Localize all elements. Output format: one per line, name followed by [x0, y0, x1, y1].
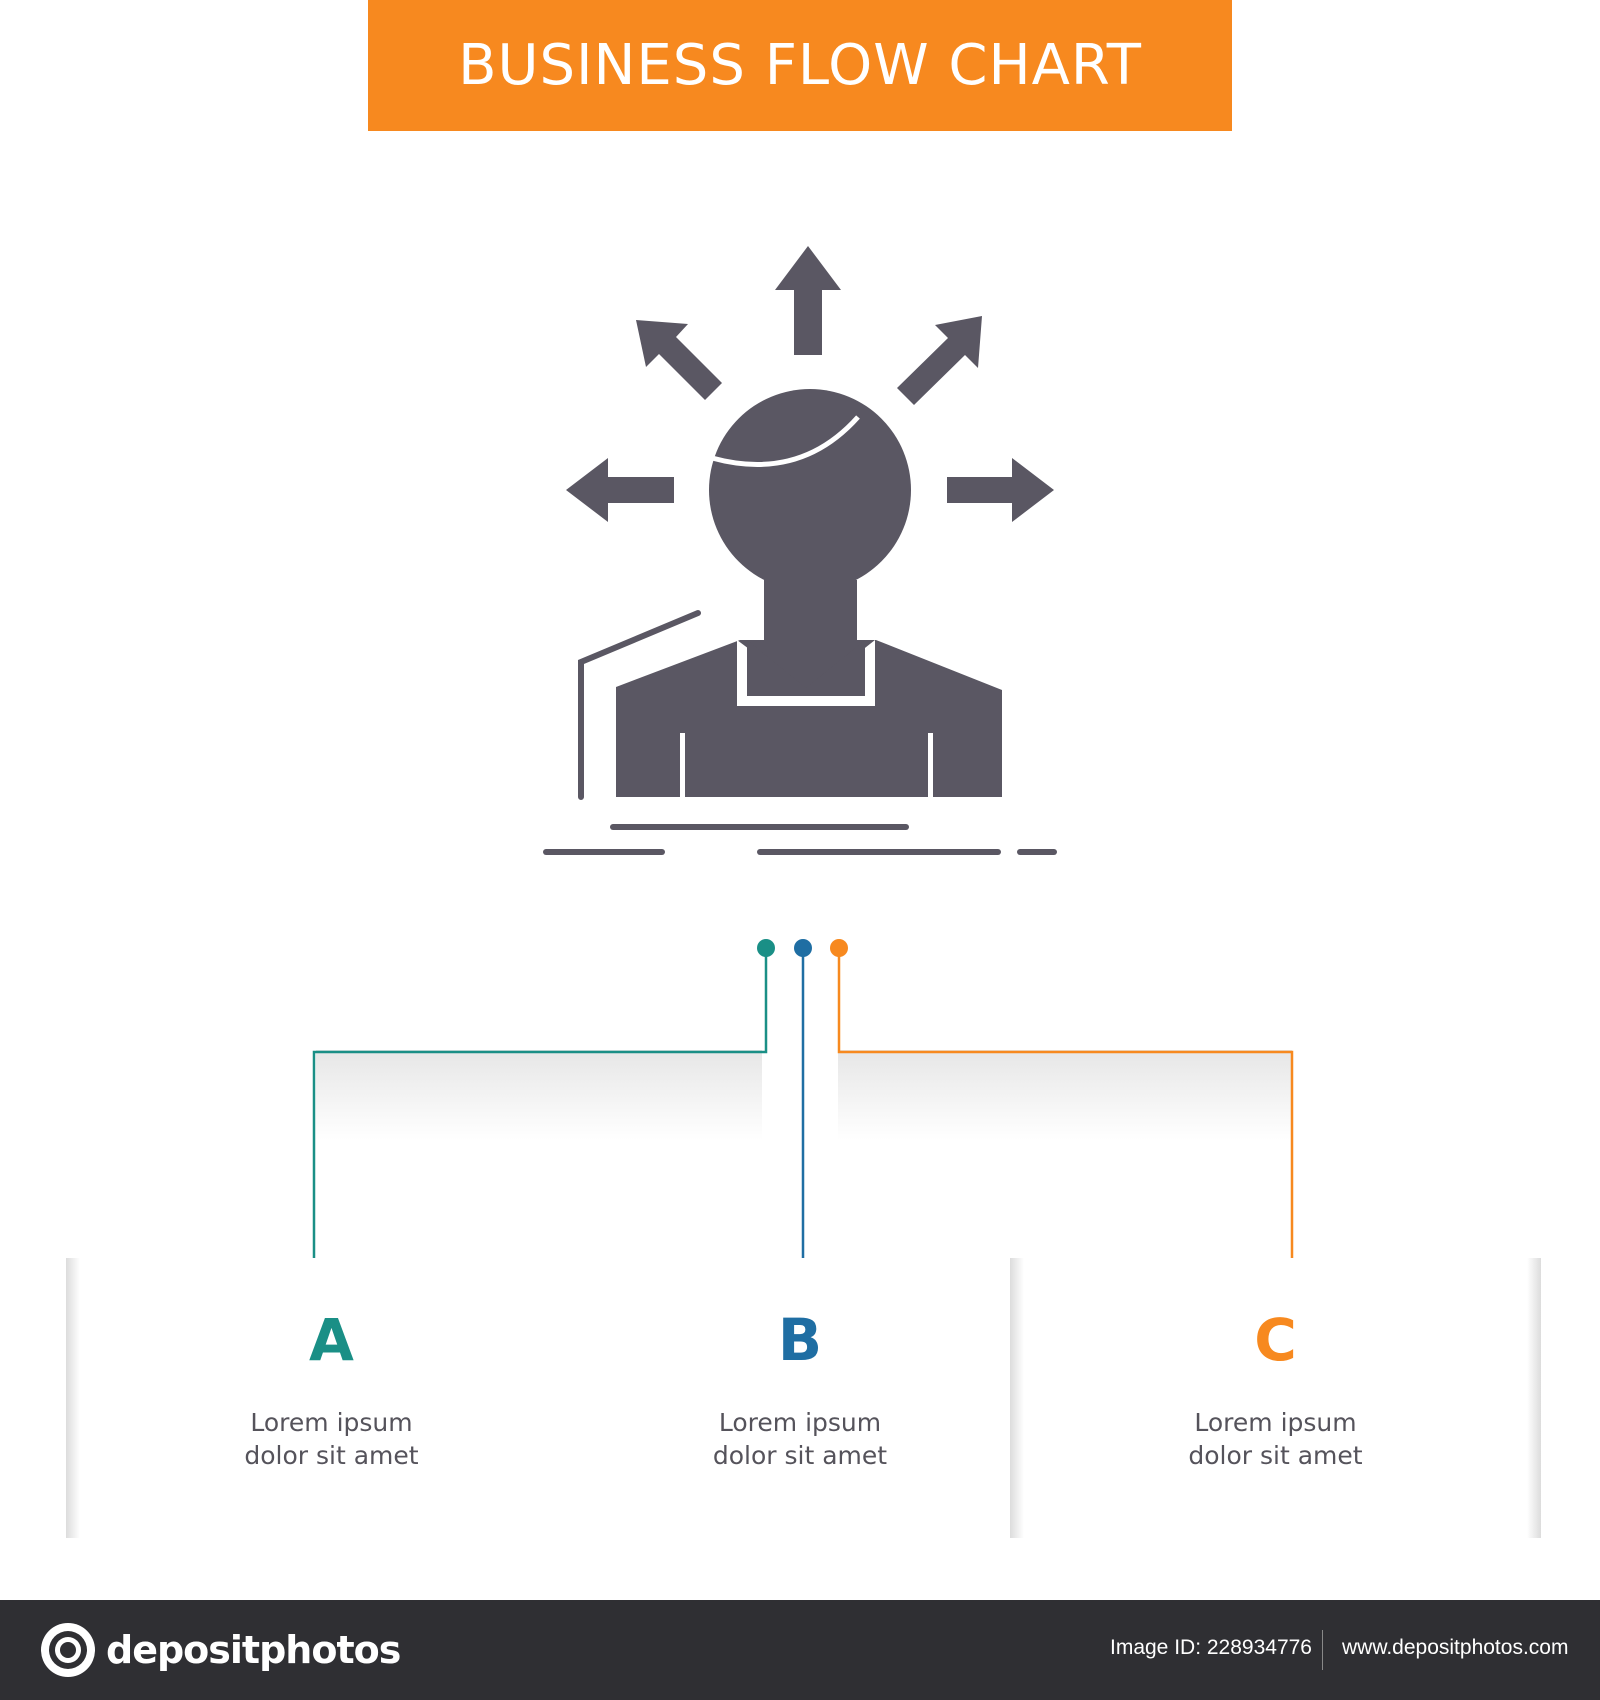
camera-logo-icon — [41, 1623, 95, 1677]
title-banner: BUSINESS FLOW CHART — [368, 0, 1232, 131]
box-b-line2: dolor sit amet — [712, 1441, 888, 1470]
box-c-line1: Lorem ipsum — [1194, 1408, 1357, 1437]
footer-url[interactable]: www.depositphotos.com — [1342, 1636, 1569, 1659]
shadow-band-right — [838, 1050, 1292, 1140]
head-icon — [709, 389, 911, 591]
footer-divider — [1322, 1630, 1323, 1670]
box-c-line2: dolor sit amet — [1188, 1441, 1363, 1470]
arrow-up-right-icon — [897, 316, 982, 405]
connector-b — [794, 939, 812, 1260]
flow-diagram — [312, 246, 1294, 1276]
footer-bar: depositphotos Image ID: 228934776 www.de… — [0, 1600, 1600, 1700]
box-a: A Lorem ipsum dolor sit amet — [66, 1258, 597, 1538]
torso-icon — [616, 640, 1002, 797]
box-letter-c: C — [1254, 1306, 1297, 1374]
shadow-band-left — [316, 1050, 762, 1140]
box-a-line1: Lorem ipsum — [250, 1408, 413, 1437]
person-choices-arrows-icon — [543, 246, 1057, 855]
box-description-b: Lorem ipsum dolor sit amet — [535, 1406, 1065, 1472]
footer-logo[interactable]: depositphotos — [40, 1622, 401, 1678]
box-c: C Lorem ipsum dolor sit amet — [1010, 1258, 1541, 1538]
arrow-up-icon — [775, 246, 841, 355]
box-b: B Lorem ipsum dolor sit amet — [535, 1258, 1065, 1538]
connector-c — [830, 939, 1294, 1276]
footer-image-id: Image ID: 228934776 — [1110, 1636, 1312, 1659]
box-description-a: Lorem ipsum dolor sit amet — [66, 1406, 597, 1472]
box-b-line1: Lorem ipsum — [718, 1408, 882, 1437]
box-description-c: Lorem ipsum dolor sit amet — [1010, 1406, 1541, 1472]
arrow-left-icon — [566, 458, 674, 522]
arrow-right-icon — [947, 458, 1054, 522]
connector-a — [312, 939, 775, 1276]
box-a-line2: dolor sit amet — [244, 1441, 419, 1470]
diagram-title: BUSINESS FLOW CHART — [458, 33, 1142, 98]
arrow-up-left-icon — [636, 320, 722, 400]
box-letter-a: A — [309, 1306, 354, 1374]
box-letter-b: B — [777, 1306, 823, 1374]
footer-brand: depositphotos — [106, 1628, 401, 1672]
